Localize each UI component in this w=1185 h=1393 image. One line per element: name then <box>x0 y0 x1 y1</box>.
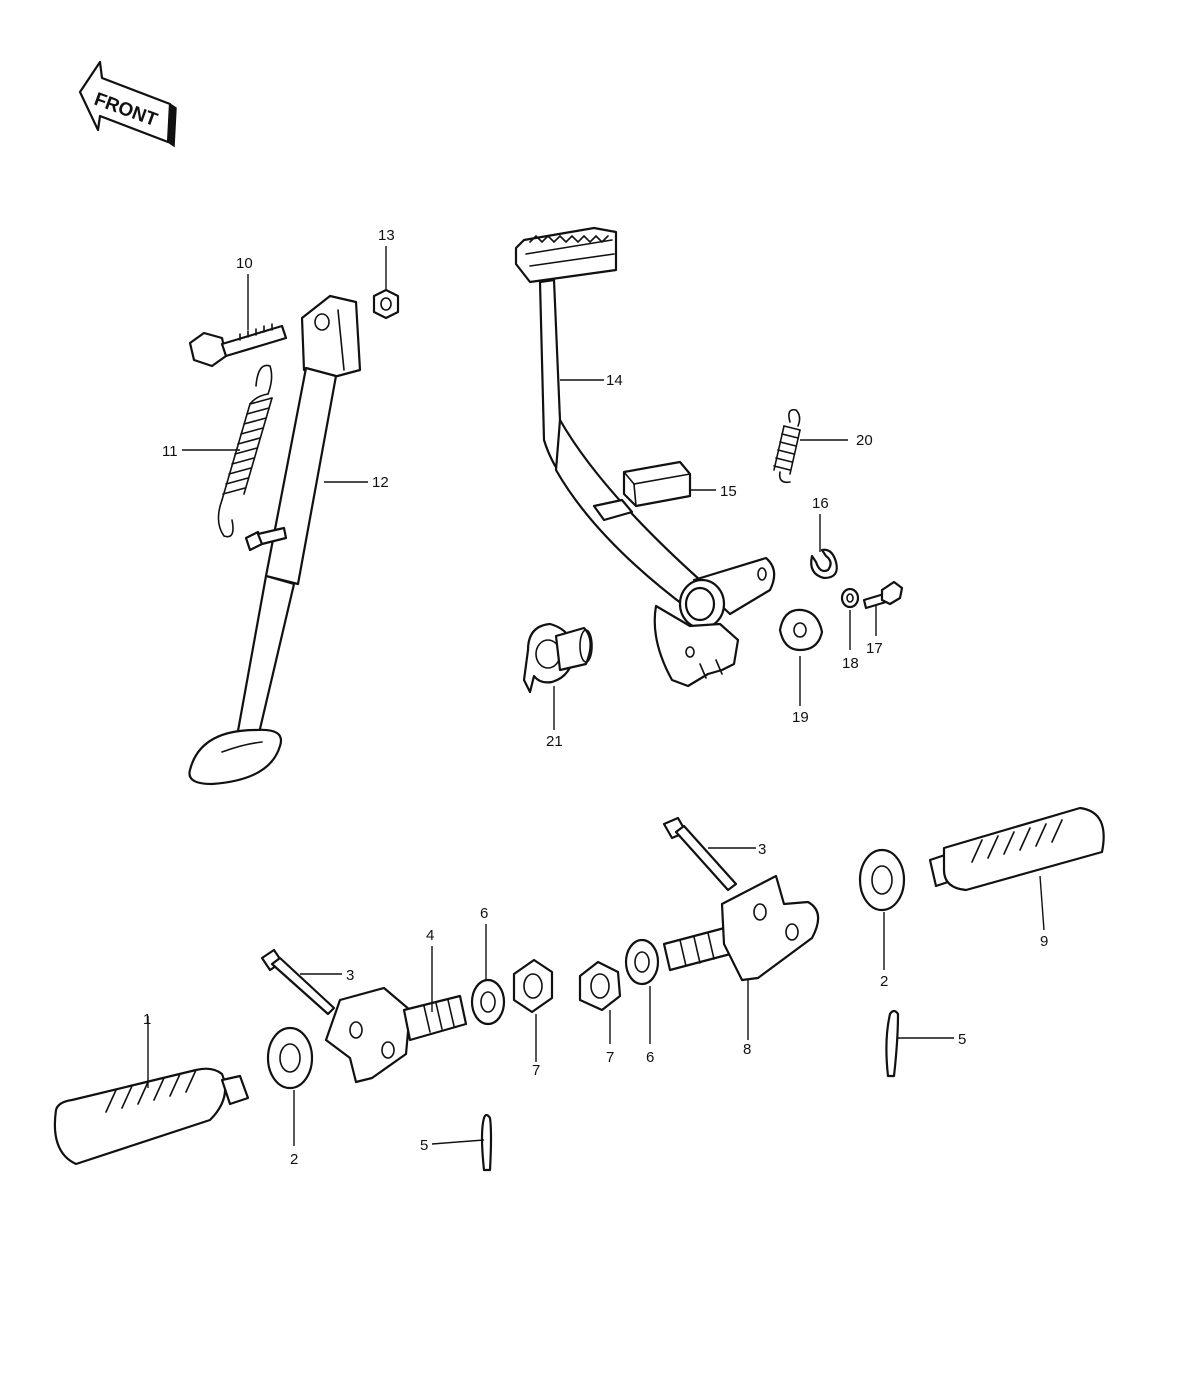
washer-2-right <box>858 848 906 912</box>
pivot-bushing-21 <box>522 622 593 694</box>
callout-8: 8 <box>743 1041 751 1058</box>
callout-13: 13 <box>378 227 395 244</box>
washer-2-left <box>266 1026 314 1090</box>
callout-17: 17 <box>866 640 883 657</box>
spring-11 <box>217 364 273 538</box>
callout-19: 19 <box>792 709 809 726</box>
callout-18: 18 <box>842 655 859 672</box>
leader-lines <box>147 246 1045 1146</box>
callout-2-left: 2 <box>290 1151 298 1168</box>
cotter-pin-5-left <box>480 1113 493 1172</box>
bracket-8 <box>662 874 820 982</box>
brake-pedal-14 <box>514 226 776 688</box>
pin-3-left <box>260 948 336 1016</box>
callout-labels: 10 13 11 12 14 20 15 16 17 18 19 21 1 2 … <box>143 227 1048 1168</box>
callout-11: 11 <box>162 443 178 460</box>
callout-20: 20 <box>856 432 873 449</box>
pin-3-right <box>662 816 738 892</box>
callout-16: 16 <box>812 495 829 512</box>
callout-3-right: 3 <box>758 841 766 858</box>
plate-19 <box>778 608 824 652</box>
callout-4: 4 <box>426 927 434 944</box>
callout-2-right: 2 <box>880 973 888 990</box>
bolt-10 <box>188 323 288 368</box>
callout-9: 9 <box>1040 933 1048 950</box>
footpeg-9 <box>928 806 1105 892</box>
pin-stand <box>244 526 288 552</box>
bracket-4 <box>324 986 468 1084</box>
circlip-16 <box>810 548 838 580</box>
front-arrow-shadow <box>167 102 177 148</box>
pedal-rubber-15 <box>622 460 692 508</box>
washer-18 <box>840 587 860 609</box>
callout-5-left: 5 <box>420 1137 428 1154</box>
callout-3-left: 3 <box>346 967 354 984</box>
callout-1: 1 <box>143 1011 151 1028</box>
callout-6-right: 6 <box>646 1049 654 1066</box>
callout-12: 12 <box>372 474 389 491</box>
callout-15: 15 <box>720 483 737 500</box>
callout-5-right: 5 <box>958 1031 966 1048</box>
front-direction-badge: FRONT <box>78 60 177 148</box>
callout-10: 10 <box>236 255 253 272</box>
nut-7-left <box>512 958 554 1014</box>
callout-21: 21 <box>546 733 563 750</box>
lock-washer-6-right <box>624 938 660 986</box>
spring-20 <box>773 408 801 484</box>
nut-13 <box>372 288 400 320</box>
nut-7-right <box>578 960 622 1012</box>
bolt-17 <box>862 580 904 610</box>
callout-14: 14 <box>606 372 623 389</box>
cotter-pin-5-right <box>885 1009 900 1078</box>
lock-washer-6-left <box>470 978 506 1026</box>
callout-7-right: 7 <box>606 1049 614 1066</box>
callout-6-left: 6 <box>480 905 488 922</box>
footpeg-1 <box>53 1067 250 1166</box>
callout-7-left: 7 <box>532 1062 540 1079</box>
